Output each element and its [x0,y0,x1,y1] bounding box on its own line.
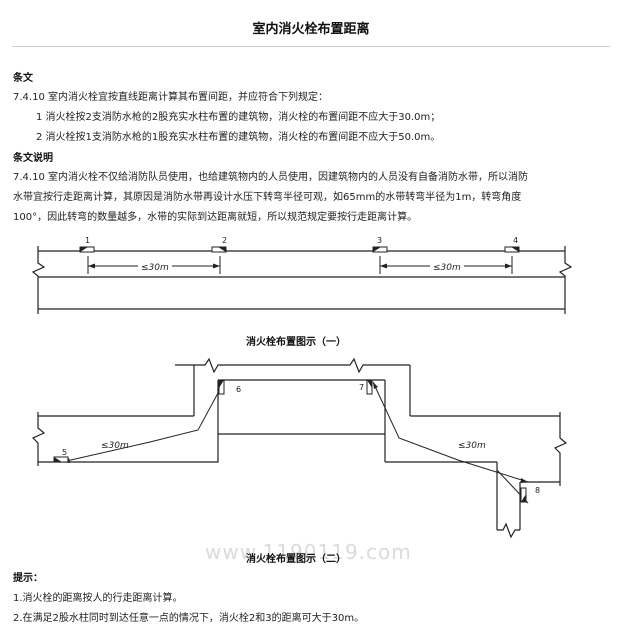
hydrant-label-7: 7 [359,383,364,392]
distance-label-c: ≤30m [101,441,129,451]
clause-item-2: 2 消火栓按1支消防水枪的1股充实水柱布置的建筑物，消火栓的布置间距不应大于50… [36,132,441,143]
hydrant-icon [53,456,69,463]
hydrant-icon [79,246,95,253]
hydrant-icon [366,379,373,395]
diagram-1-caption: 消火栓布置图示（一） [246,337,346,348]
hydrant-label-3: 3 [377,236,382,245]
hydrant-label-2: 2 [222,236,227,245]
hydrant-icon [372,246,388,253]
clause-heading: 条文 [13,73,33,84]
explanation-heading: 条文说明 [13,153,53,164]
explanation-line-1: 7.4.10 室内消火栓不仅给消防队员使用，也给建筑物内的人员使用，因建筑物内的… [13,172,528,183]
hydrant-label-1: 1 [85,236,90,245]
title-divider [12,46,610,47]
hydrant-label-6: 6 [236,385,241,394]
hydrant-icon [520,487,527,503]
tip-2: 2.在满足2股水柱同时到达任意一点的情况下，消火栓2和3的距离可大于30m。 [13,613,365,624]
diagram-2-caption: 消火栓布置图示（二） [246,554,346,565]
hydrant-label-5: 5 [62,448,67,457]
hydrant-label-8: 8 [535,486,540,495]
tip-1: 1.消火栓的距离按人的行走距离计算。 [13,593,183,604]
watermark: www.1190119.com [205,540,412,564]
hydrant-label-4: 4 [513,236,518,245]
hydrant-layout-diagram-1: 1 2 3 4 ≤30m ≤30m [31,236,573,314]
distance-label-a: ≤30m [141,263,169,273]
hydrant-layout-diagram-2: 6 7 5 8 ≤30m ≤30m [31,357,568,539]
distance-label-b: ≤30m [433,263,461,273]
hydrant-icon [504,246,520,253]
explanation-line-3: 100°，因此转弯的数量越多，水带的实际到达距离就短，所以规范规定要按行走距离计… [13,212,418,223]
page-title: 室内消火栓布置距离 [252,22,370,37]
hydrant-icon [218,379,225,395]
tips-heading: 提示： [13,573,43,584]
distance-label-d: ≤30m [458,441,486,451]
hydrant-icon [211,246,227,253]
clause-main: 7.4.10 室内消火栓宜按直线距离计算其布置间距，并应符合下列规定： [13,92,328,103]
explanation-line-2: 水带宜按行走距离计算，其原因是消防水带再设计水压下转弯半径可观，如65mm的水带… [13,192,522,203]
clause-item-1: 1 消火栓按2支消防水枪的2股充实水柱布置的建筑物，消火栓的布置间距不应大于30… [36,112,441,123]
